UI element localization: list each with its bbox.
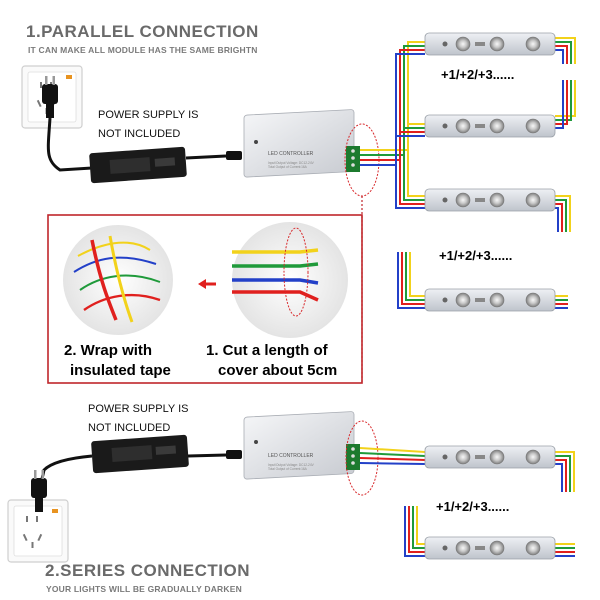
ac-cord-top xyxy=(46,117,93,172)
power-note-bottom-line1: POWER SUPPLY IS xyxy=(88,403,189,415)
series-title: 2.SERIES CONNECTION xyxy=(45,561,251,580)
power-note-bottom: POWER SUPPLY IS NOT INCLUDED xyxy=(88,400,188,438)
power-adapter-bottom xyxy=(91,434,189,474)
step-1-line2: cover about 5cm xyxy=(218,362,338,379)
parallel-plus-label-1: +1/+2/+3...... xyxy=(441,67,515,82)
step-2-text: 2. Wrap with insulated tape xyxy=(64,341,171,381)
led-module-series-2 xyxy=(424,536,556,560)
controller-spec-top: Input/Output Voltage: DC12-24V Total Out… xyxy=(268,161,314,169)
series-wires xyxy=(359,447,575,557)
led-module-3 xyxy=(424,188,556,212)
ac-cord-bottom xyxy=(38,454,93,489)
step-2-line2: insulated tape xyxy=(70,362,171,379)
arrow-left-icon xyxy=(198,279,216,289)
controller-spec-top-2: Total Output of Current:16A xyxy=(268,165,307,169)
controller-spec-bottom: Input/Output Voltage: DC12-24V Total Out… xyxy=(268,463,314,471)
controller-spec-bottom-2: Total Output of Current:16A xyxy=(268,467,307,471)
parallel-title: 1.PARALLEL CONNECTION xyxy=(26,22,259,41)
series-subtitle: YOUR LIGHTS WILL BE GRADUALLY DARKEN xyxy=(46,584,242,594)
step-1-text: 1. Cut a length of cover about 5cm xyxy=(206,341,337,381)
power-note-top: POWER SUPPLY IS NOT INCLUDED xyxy=(98,106,198,144)
parallel-plus-label-2: +1/+2/+3...... xyxy=(439,248,513,263)
led-module-4 xyxy=(424,288,556,312)
step-1-line1: 1. Cut a length of xyxy=(206,342,328,359)
parallel-wires xyxy=(360,37,576,309)
photo-cut-wires xyxy=(232,222,348,338)
step-2-line1: 2. Wrap with xyxy=(64,342,153,359)
led-module-2 xyxy=(424,114,556,138)
power-note-top-line2: NOT INCLUDED xyxy=(98,128,181,140)
power-adapter-top xyxy=(89,146,187,184)
power-note-bottom-line2: NOT INCLUDED xyxy=(88,422,171,434)
series-plus-label: +1/+2/+3...... xyxy=(436,499,510,514)
led-controller-top xyxy=(243,109,360,178)
led-module-series-1 xyxy=(424,445,556,469)
power-note-top-line1: POWER SUPPLY IS xyxy=(98,109,199,121)
led-controller-bottom xyxy=(243,411,360,480)
controller-spec-bottom-1: Input/Output Voltage: DC12-24V xyxy=(268,463,314,467)
controller-spec-top-1: Input/Output Voltage: DC12-24V xyxy=(268,161,314,165)
led-module-1 xyxy=(424,32,556,56)
photo-wrapped-wires xyxy=(63,225,173,335)
controller-label-bottom: LED CONTROLLER xyxy=(268,453,314,459)
parallel-subtitle: IT CAN MAKE ALL MODULE HAS THE SAME BRIG… xyxy=(28,45,258,55)
controller-label-top: LED CONTROLLER xyxy=(268,151,314,157)
instruction-frame xyxy=(47,214,363,384)
